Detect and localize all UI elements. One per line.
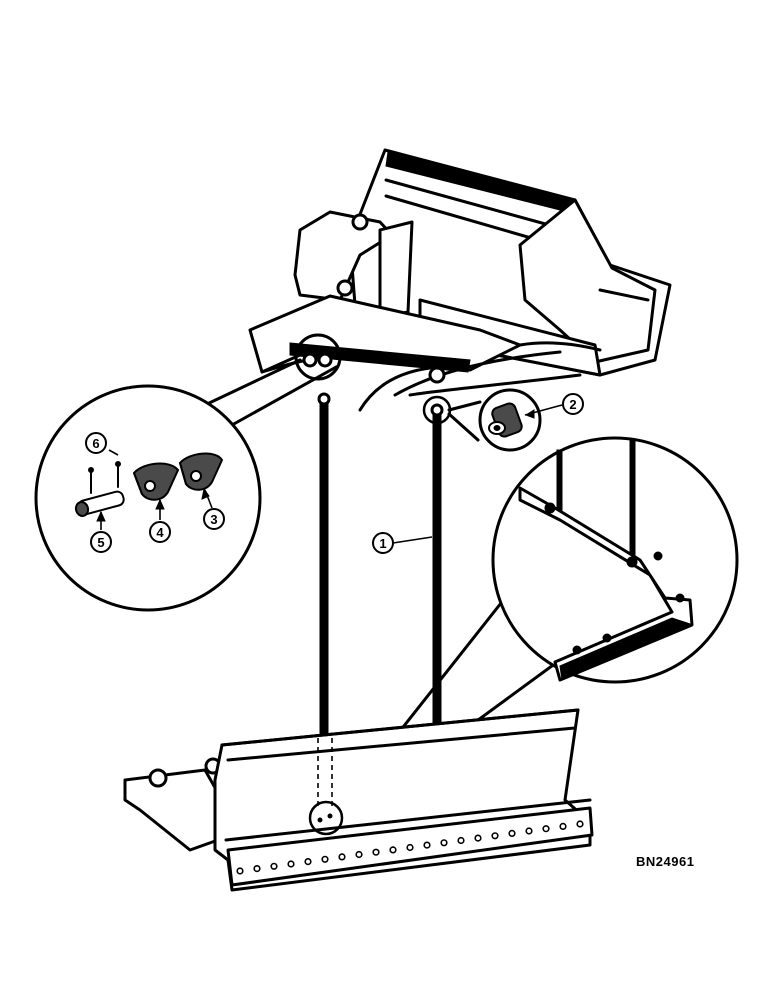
bolt-hole bbox=[304, 857, 312, 866]
bolt-hole bbox=[508, 829, 516, 838]
bolt-hole bbox=[491, 832, 499, 840]
bolt-hole bbox=[542, 825, 550, 833]
blade-mount-detail bbox=[334, 436, 739, 826]
bolt-hole bbox=[525, 827, 533, 835]
bolt-hole bbox=[287, 860, 295, 868]
clevis-pin bbox=[74, 490, 125, 517]
edge-bolts bbox=[236, 820, 584, 875]
bolt-hole bbox=[372, 848, 380, 856]
callout-5-label: 5 bbox=[97, 535, 104, 550]
bushing-part bbox=[488, 402, 523, 438]
push-rods bbox=[317, 392, 452, 739]
bolt-hole bbox=[236, 867, 244, 875]
callout-6-label: 6 bbox=[92, 436, 99, 451]
bolt-hole bbox=[270, 862, 278, 870]
dozer-blade bbox=[123, 708, 594, 892]
bolt-hole bbox=[559, 822, 567, 831]
callout-2-label: 2 bbox=[569, 397, 576, 412]
callout-2: 2 bbox=[562, 393, 584, 415]
callout-1: 1 bbox=[372, 532, 433, 554]
callout-6: 6 bbox=[85, 432, 107, 454]
bolt-hole bbox=[406, 843, 414, 852]
callout-4: 4 bbox=[149, 521, 171, 543]
bolt-hole bbox=[355, 850, 363, 859]
bolt-hole bbox=[321, 855, 329, 863]
bolt-hole bbox=[457, 836, 465, 845]
bolt-hole bbox=[423, 841, 431, 849]
lug-left bbox=[132, 462, 180, 501]
callout-4-label: 4 bbox=[156, 525, 164, 540]
lug-right bbox=[178, 452, 224, 491]
figure-code: BN24961 bbox=[636, 854, 694, 869]
callout-3-label: 3 bbox=[210, 512, 217, 527]
bolt-hole bbox=[338, 853, 346, 861]
callout-5: 5 bbox=[90, 531, 112, 553]
bolt-hole bbox=[253, 864, 261, 873]
bolt-hole bbox=[576, 820, 584, 828]
bolt-hole bbox=[440, 839, 448, 847]
callout-3: 3 bbox=[203, 508, 225, 530]
bolt-hole bbox=[474, 834, 482, 842]
mounting-frame bbox=[248, 294, 602, 412]
bushing-detail bbox=[447, 388, 563, 452]
callout-1-label: 1 bbox=[379, 536, 386, 551]
hardware-detail bbox=[34, 358, 340, 612]
cotter-pins bbox=[88, 461, 121, 494]
bolt-hole bbox=[389, 846, 397, 854]
